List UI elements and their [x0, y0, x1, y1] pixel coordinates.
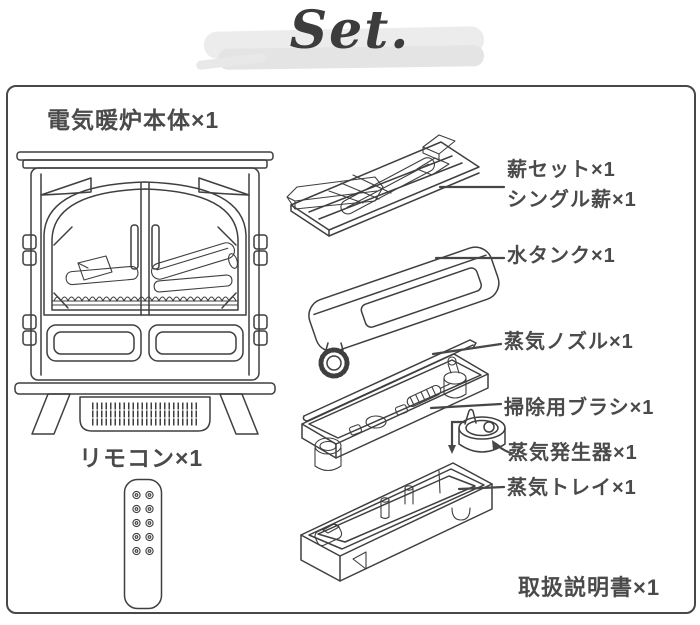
fireplace-logs-and-embers [51, 242, 239, 306]
label-cleaning-brush: 掃除用ブラシ×1 [504, 397, 655, 419]
cleaning-brush-coil [406, 383, 450, 408]
base-tray [301, 353, 489, 459]
label-water-tank: 水タンク×1 [507, 245, 616, 267]
label-single-log: シングル薪×1 [507, 189, 637, 211]
content-frame [6, 85, 696, 614]
firewood-set-illustration [286, 134, 480, 237]
base-tray-contents [314, 356, 467, 472]
steam-tray-illustration [300, 462, 493, 582]
heater-vent-grille [92, 402, 198, 426]
label-firewood-set: 薪セット×1 [507, 159, 616, 181]
page-title: Set. [289, 0, 411, 61]
remote-control-illustration [123, 478, 163, 610]
fireplace-structure [16, 151, 274, 381]
label-steam-tray: 蒸気トレイ×1 [507, 477, 637, 499]
firewood-logs [286, 134, 456, 215]
water-tank-illustration [308, 246, 500, 379]
tank-cap [318, 342, 350, 379]
label-steam-nozzle: 蒸気ノズル×1 [504, 331, 634, 353]
label-remote-control: リモコン×1 [79, 445, 204, 471]
label-manual: 取扱説明書×1 [518, 575, 661, 600]
fireplace-base [14, 234, 276, 435]
label-steam-generator: 蒸気発生器×1 [508, 442, 638, 464]
remote-buttons [132, 490, 154, 556]
fireplace-illustration [14, 151, 276, 435]
steam-tray-details [314, 470, 471, 570]
label-fireplace-body: 電気暖炉本体×1 [47, 107, 220, 133]
